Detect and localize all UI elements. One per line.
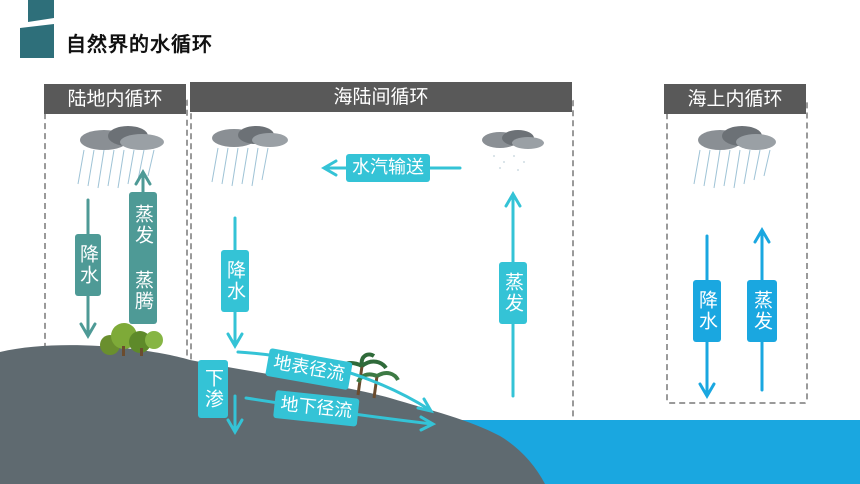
land-evaporation-label: 蒸发 蒸腾 — [129, 192, 157, 324]
cloud-rain-icon — [211, 126, 288, 187]
cloud-rain-icon — [693, 126, 776, 189]
title-decoration — [20, 0, 54, 58]
slide-title: 自然界的水循环 — [66, 32, 213, 56]
sea-evaporation-label: 蒸发 — [499, 262, 527, 324]
ocean-evaporation-label: 蒸发 — [747, 280, 777, 342]
ocean-precipitation-label: 降水 — [693, 280, 721, 342]
land-precipitation-label: 降水 — [75, 234, 101, 296]
ocean-cycle-header: 海上内循环 — [664, 84, 806, 114]
infiltration-label: 下渗 — [198, 360, 228, 418]
vapor-transport-label: 水汽输送 — [346, 154, 430, 182]
land-cycle-header: 陆地内循环 — [44, 84, 186, 114]
cloud-icon — [482, 130, 544, 171]
sea-land-precipitation-label: 降水 — [221, 250, 249, 312]
sea-land-cycle-header: 海陆间循环 — [190, 82, 572, 112]
cloud-rain-icon — [77, 126, 164, 189]
tree-icon — [100, 323, 163, 356]
